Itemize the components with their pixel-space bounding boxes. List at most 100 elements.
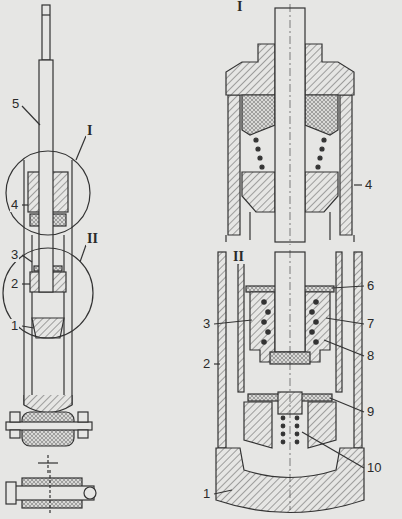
callout-number: 7 — [366, 317, 375, 331]
drawing-stroke — [305, 172, 338, 212]
drawing-stroke — [22, 204, 28, 205]
callout-number: 3 — [202, 317, 211, 331]
drawing-stroke — [332, 286, 364, 288]
drawing-stroke — [214, 363, 220, 364]
callout-number: 9 — [366, 405, 375, 419]
drawing-stroke — [78, 430, 88, 438]
callout-number: 4 — [364, 178, 373, 192]
callout-number: 2 — [10, 277, 19, 291]
callout-number: 8 — [366, 349, 375, 363]
drawing-stroke — [228, 95, 240, 235]
drawing-stroke — [302, 432, 364, 468]
drawing-stroke — [329, 212, 330, 240]
drawing-stroke — [262, 340, 266, 344]
drawing-stroke — [249, 212, 250, 240]
drawing-stroke — [22, 106, 40, 125]
detail-mark: II — [86, 232, 99, 246]
drawing-stroke — [47, 455, 48, 475]
drawing-stroke — [340, 95, 352, 235]
drawing-stroke — [314, 340, 318, 344]
drawing-stroke — [260, 165, 264, 169]
drawing-stroke — [266, 310, 270, 314]
drawing-stroke — [322, 138, 326, 142]
drawing-stroke — [24, 395, 72, 413]
drawing-stroke — [12, 486, 94, 500]
callout-number: 10 — [366, 461, 382, 475]
drawing-stroke — [42, 14, 50, 15]
drawing-stroke — [324, 340, 364, 356]
drawing-stroke — [214, 320, 252, 324]
callout-number: 6 — [366, 279, 375, 293]
drawing-stroke — [305, 95, 338, 135]
drawing-stroke — [354, 252, 362, 448]
drawing-stroke — [316, 165, 320, 169]
drawing-stroke — [353, 235, 354, 242]
drawing-stroke — [330, 398, 364, 412]
drawing-stroke — [23, 160, 24, 405]
drawing-stroke — [76, 136, 86, 160]
drawing-stroke — [281, 416, 285, 420]
drawing-stroke — [281, 440, 285, 444]
drawing-stroke — [295, 432, 299, 436]
drawing-stroke — [238, 252, 244, 392]
drawing-stroke — [258, 156, 262, 160]
drawing-stroke — [214, 490, 232, 494]
drawing-stroke — [84, 487, 96, 499]
callout-number: 2 — [202, 357, 211, 371]
drawing-stroke — [39, 60, 53, 292]
drawing-stroke — [320, 147, 324, 151]
drawing-stroke — [42, 5, 50, 60]
callout-number: 1 — [10, 319, 19, 333]
drawing-stroke — [71, 160, 72, 405]
drawing-stroke — [254, 138, 258, 142]
drawing-stroke — [354, 184, 362, 185]
drawing-stroke — [318, 156, 322, 160]
drawing-stroke — [310, 310, 314, 314]
drawing-stroke — [310, 330, 314, 334]
detail-mark: II — [232, 250, 245, 264]
drawing-stroke — [10, 430, 20, 438]
callout-number: 3 — [10, 248, 19, 262]
drawing-stroke — [6, 151, 90, 235]
drawing-stroke — [32, 318, 64, 338]
drawing-stroke — [10, 412, 20, 422]
callout-number: 1 — [202, 487, 211, 501]
drawing-stroke — [63, 235, 64, 395]
drawing-stroke — [336, 252, 342, 392]
drawing-stroke — [266, 330, 270, 334]
drawing-stroke — [49, 470, 50, 515]
drawing-stroke — [3, 4, 364, 515]
drawing-stroke — [242, 172, 275, 212]
drawing-stroke — [314, 300, 318, 304]
callout-number: 4 — [10, 198, 19, 212]
drawing-stroke — [226, 44, 275, 95]
drawing-stroke — [6, 422, 92, 430]
drawing-stroke — [78, 412, 88, 422]
drawing-stroke — [80, 245, 86, 262]
drawing-stroke — [290, 4, 291, 245]
drawing-stroke — [3, 248, 93, 338]
detail-mark: I — [86, 124, 93, 138]
drawing-stroke — [31, 235, 32, 395]
drawing-stroke — [22, 283, 30, 284]
drawing-stroke — [218, 252, 226, 448]
drawing-stroke — [22, 326, 34, 328]
drawing-stroke — [295, 440, 299, 444]
drawing-stroke — [308, 402, 336, 448]
drawing-stroke — [295, 424, 299, 428]
drawing-stroke — [22, 255, 32, 262]
drawing-stroke — [305, 44, 354, 95]
drawing-stroke — [262, 320, 266, 324]
detail-mark: I — [236, 0, 243, 14]
drawing-stroke — [225, 235, 226, 242]
drawing-stroke — [244, 402, 272, 448]
drawing-stroke — [281, 424, 285, 428]
drawing-stroke — [281, 432, 285, 436]
drawing-stroke — [326, 318, 364, 324]
drawing-stroke — [290, 250, 291, 510]
callout-number: 5 — [11, 97, 20, 111]
drawing-stroke — [314, 320, 318, 324]
drawing-stroke — [256, 147, 260, 151]
